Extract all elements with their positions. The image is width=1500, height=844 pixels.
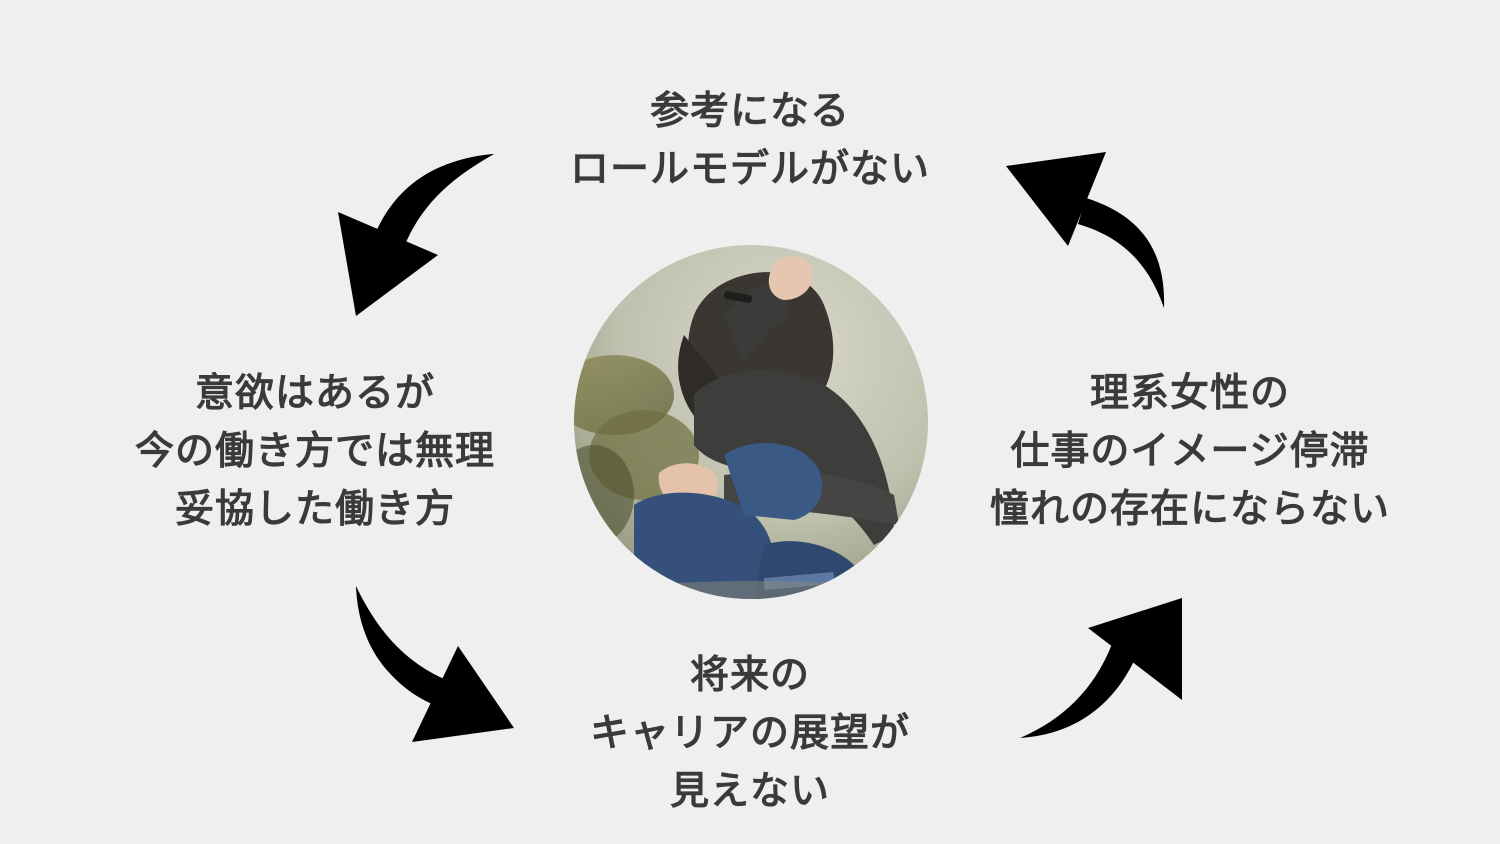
node-bottom-line-3: 見えない: [669, 768, 830, 814]
node-top-line-2: ロールモデルがない: [569, 146, 930, 192]
arrow-left-to-bottom-icon: [356, 586, 514, 742]
arrow-right-to-top-icon: [1006, 152, 1165, 308]
node-bottom-career-outlook: 将来の キャリアの展望が 見えない: [520, 646, 980, 820]
node-right-line-1: 理系女性の: [1089, 370, 1290, 416]
node-top-role-model: 参考になる ロールモデルがない: [500, 82, 1000, 198]
arrow-top-to-left-icon: [338, 154, 494, 316]
center-photo-distressed-woman: [574, 245, 928, 599]
node-bottom-line-1: 将来の: [689, 652, 810, 698]
node-left-line-2: 今の働き方では無理: [134, 428, 495, 474]
node-left-line-3: 妥協した働き方: [174, 486, 455, 532]
node-top-line-1: 参考になる: [649, 88, 850, 134]
node-right-line-2: 仕事のイメージ停滞: [1010, 428, 1370, 474]
node-left-line-1: 意欲はあるが: [194, 370, 435, 416]
arrow-bottom-to-right-icon: [1020, 598, 1182, 738]
node-right-line-3: 憧れの存在にならない: [989, 486, 1390, 532]
node-left-compromise: 意欲はあるが 今の働き方では無理 妥協した働き方: [90, 364, 540, 538]
node-right-image-stagnation: 理系女性の 仕事のイメージ停滞 憧れの存在にならない: [960, 364, 1420, 538]
node-bottom-line-2: キャリアの展望が: [589, 710, 910, 756]
distressed-woman-image: [574, 245, 928, 599]
